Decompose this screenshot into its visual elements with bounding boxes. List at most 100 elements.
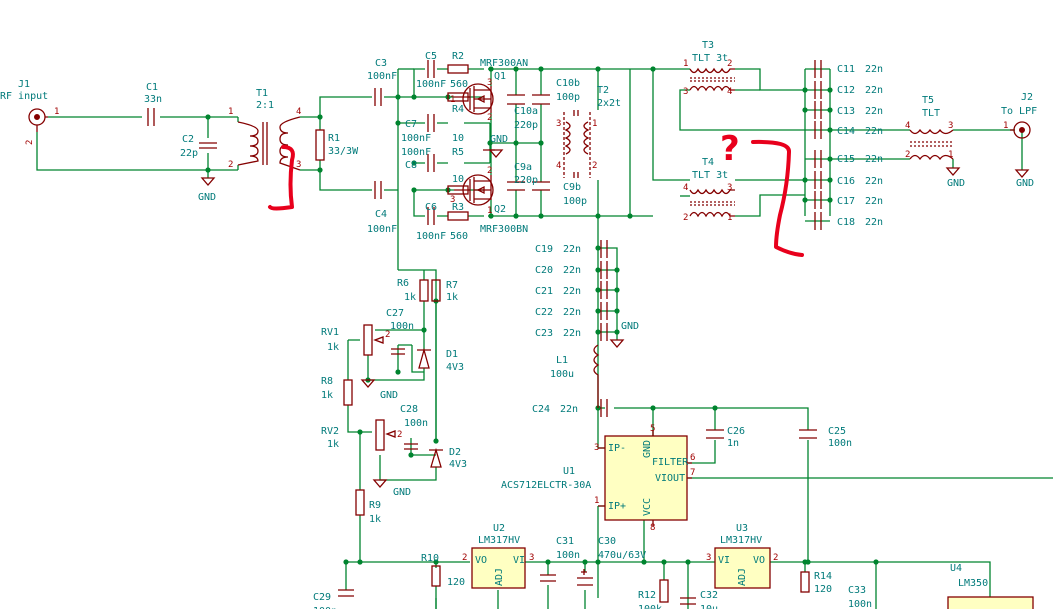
t3-ref: T3	[702, 40, 714, 51]
c1-capacitor	[147, 108, 155, 126]
c26-capacitor	[706, 429, 724, 439]
c8-ref: C8	[405, 160, 417, 171]
rv1-ref: RV1	[321, 327, 339, 338]
c6-value: 100nF	[416, 231, 446, 242]
r8-resistor	[343, 379, 353, 406]
c14-ref: C14	[837, 126, 855, 137]
d2-zener	[429, 447, 443, 468]
c3-value: 100nF	[367, 71, 397, 82]
r12-value: 100k	[638, 604, 662, 609]
r9-value: 1k	[369, 514, 381, 525]
t5-value: TLT	[922, 108, 940, 119]
r10-resistor	[431, 565, 441, 587]
red-bracket-right	[751, 139, 804, 257]
gnd-label: GND	[380, 390, 398, 401]
r12-resistor	[659, 579, 669, 603]
r7-resistor	[431, 279, 441, 302]
t4-transformer	[689, 188, 735, 218]
c24-value: 22n	[560, 404, 578, 415]
question-mark: ?	[720, 129, 740, 169]
c29-capacitor	[338, 589, 354, 597]
c13-value: 22n	[865, 106, 883, 117]
t1-value: 2:1	[256, 100, 274, 111]
r3-value: 560	[450, 231, 468, 242]
c6-capacitor	[427, 207, 435, 225]
u1-ic	[598, 430, 692, 526]
c17-ref: C17	[837, 196, 855, 207]
q1-value: MRF300AN	[480, 58, 528, 69]
svg-text:2: 2	[773, 553, 778, 563]
c31-value: 100n	[556, 550, 580, 561]
r6-ref: R6	[397, 278, 409, 289]
r10-value: 120	[447, 577, 465, 588]
c10b-value: 100p	[556, 92, 580, 103]
c26-value: 1n	[727, 438, 739, 449]
c21-value: 22n	[563, 286, 581, 297]
svg-text:2: 2	[397, 430, 402, 440]
c15-ref: C15	[837, 154, 855, 165]
svg-text:1: 1	[683, 59, 688, 69]
c20-value: 22n	[563, 265, 581, 276]
c9b-ref: C9b	[563, 182, 581, 193]
svg-text:1: 1	[487, 206, 492, 216]
c33-value: 100n	[848, 599, 872, 609]
c2-capacitor	[199, 142, 217, 149]
d1-zener	[417, 347, 431, 369]
c30-ref: C30	[598, 536, 616, 547]
c31-ref: C31	[556, 536, 574, 547]
c9b-capacitor	[532, 181, 550, 191]
r3-resistor	[447, 211, 469, 221]
u1-pin-ip-plus: IP+	[608, 501, 626, 512]
q2-ref: Q2	[494, 204, 506, 215]
c32-ref: C32	[700, 590, 718, 601]
l1-ref: L1	[556, 355, 568, 366]
q2-value: MRF300BN	[480, 224, 528, 235]
d1-value: 4V3	[446, 362, 464, 373]
c30-value: 470u/63V	[598, 550, 646, 561]
c1-ref: C1	[146, 82, 158, 93]
c12-ref: C12	[837, 85, 855, 96]
svg-text:2: 2	[462, 553, 467, 563]
r5-value: 10	[452, 174, 464, 185]
c28-value: 100n	[404, 418, 428, 429]
q2-mosfet	[454, 174, 494, 206]
t5-transformer	[909, 128, 954, 161]
svg-text:3: 3	[727, 183, 732, 193]
u1-ref: U1	[563, 466, 575, 477]
c23-value: 22n	[563, 328, 581, 339]
r1-resistor	[315, 129, 325, 161]
l1-inductor	[593, 344, 600, 408]
c19-ref: C19	[535, 244, 553, 255]
u2-value: LM317HV	[478, 535, 520, 546]
u2-regulator	[471, 547, 526, 589]
c22-ref: C22	[535, 307, 553, 318]
svg-text:3: 3	[683, 87, 688, 97]
u3-pin-vo: VO	[753, 555, 765, 566]
c28-ref: C28	[400, 404, 418, 415]
j1-value: RF input	[0, 91, 48, 102]
c27-value: 100n	[390, 321, 414, 332]
t2-transformer	[563, 110, 591, 178]
c5-capacitor	[427, 60, 435, 78]
c2-value: 22p	[180, 148, 198, 159]
c16-value: 22n	[865, 176, 883, 187]
c25-capacitor	[799, 429, 817, 439]
r7-value: 1k	[446, 292, 458, 303]
r9-resistor	[355, 489, 365, 516]
u4-ref: U4	[950, 563, 962, 574]
c11-value: 22n	[865, 64, 883, 75]
svg-text:5: 5	[650, 424, 655, 434]
c18-ref: C18	[837, 217, 855, 228]
c8-capacitor	[427, 154, 435, 172]
c4-capacitor	[374, 181, 382, 199]
r8-value: 1k	[321, 390, 333, 401]
j1-ref: J1	[18, 79, 30, 90]
r8-ref: R8	[321, 376, 333, 387]
u3-ref: U3	[736, 523, 748, 534]
q1-ref: Q1	[494, 71, 506, 82]
u1-pin-gnd: GND	[642, 440, 653, 458]
gnd-label: GND	[490, 134, 508, 145]
u1-value: ACS712ELCTR-30A	[501, 480, 591, 491]
c9a-capacitor	[507, 181, 525, 191]
